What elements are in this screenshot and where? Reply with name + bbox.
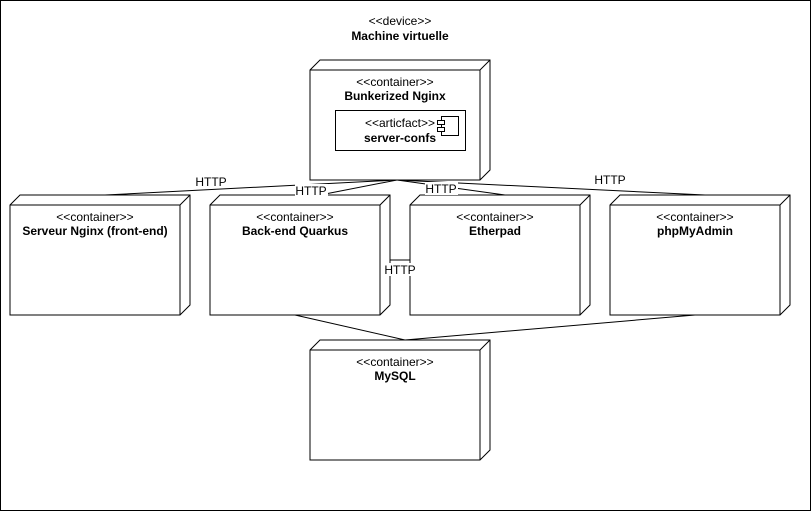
artifact-name: server-confs	[364, 131, 436, 145]
edge-label-nginx-phpmyadmin: HTTP	[594, 173, 625, 187]
node-back-end-quarkus[interactable]: <<container>> Back-end Quarkus	[209, 194, 391, 316]
edge-label-nginx-etherpad: HTTP	[425, 182, 456, 196]
edge-labels: HTTP HTTP HTTP HTTP HTTP	[195, 173, 627, 277]
edge-phpmyadmin-mysql[interactable]	[404, 314, 696, 341]
edge-nginx-frontend[interactable]	[104, 179, 398, 196]
device-stereotype: <<device>>	[369, 14, 432, 28]
device-name: Machine virtuelle	[351, 29, 449, 43]
edge-label-backend-etherpad: HTTP	[384, 263, 415, 277]
phpmyadmin-name: phpMyAdmin	[657, 224, 733, 238]
component-icon	[437, 116, 459, 136]
nginx-stereotype: <<container>>	[356, 75, 433, 89]
artifact-stereotype: <<articfact>>	[365, 116, 435, 130]
frontend-name: Serveur Nginx (front-end)	[22, 224, 167, 238]
node-etherpad[interactable]: <<container>> Etherpad	[409, 194, 591, 316]
node-bunkerized-nginx[interactable]: <<container>> Bunkerized Nginx <<articfa…	[309, 59, 491, 181]
phpmyadmin-stereotype: <<container>>	[656, 210, 733, 224]
node-phpmyadmin[interactable]: <<container>> phpMyAdmin	[609, 194, 791, 316]
node-mysql[interactable]: <<container>> MySQL	[309, 339, 491, 461]
artifact-server-confs[interactable]: <<articfact>> server-confs	[335, 110, 466, 151]
etherpad-stereotype: <<container>>	[456, 210, 533, 224]
node-serveur-nginx-front-end[interactable]: <<container>> Serveur Nginx (front-end)	[9, 194, 191, 316]
edge-nginx-backend[interactable]	[319, 179, 398, 196]
backend-name: Back-end Quarkus	[242, 224, 348, 238]
nginx-name: Bunkerized Nginx	[344, 89, 446, 103]
edge-backend-mysql[interactable]	[294, 314, 406, 341]
backend-stereotype: <<container>>	[256, 210, 333, 224]
etherpad-name: Etherpad	[469, 224, 521, 238]
mysql-stereotype: <<container>>	[356, 355, 433, 369]
edge-label-nginx-frontend: HTTP	[195, 175, 226, 189]
edge-label-nginx-backend: HTTP	[295, 184, 326, 198]
frontend-stereotype: <<container>>	[56, 210, 133, 224]
mysql-name: MySQL	[374, 369, 415, 383]
